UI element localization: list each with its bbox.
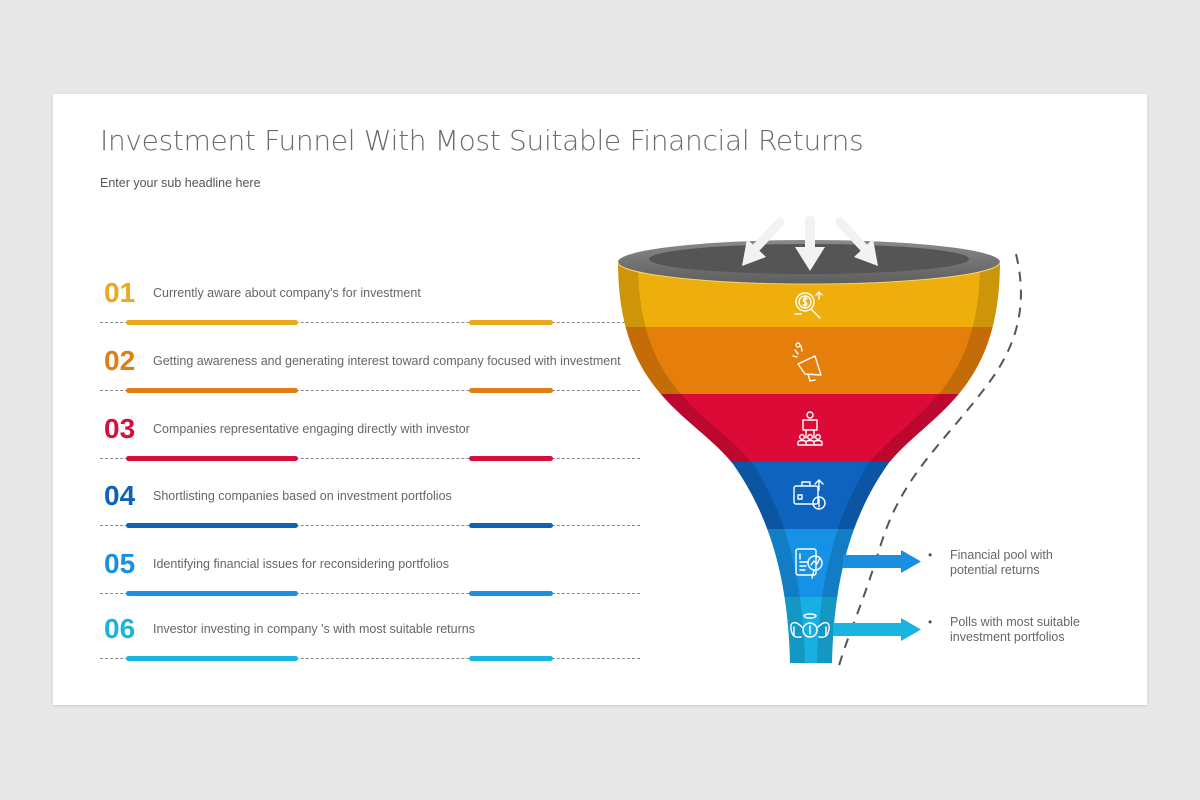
dashed-divider [100, 458, 640, 459]
winged-money-icon [790, 613, 830, 638]
accent-bar [469, 320, 553, 325]
arrow-down-left-icon [742, 217, 785, 266]
output-note-line: Polls with most suitable [950, 615, 1080, 629]
funnel-step-5: 05 Identifying financial issues for reco… [53, 548, 653, 608]
accent-bar [126, 523, 298, 528]
slide-subtitle: Enter your sub headline here [100, 176, 261, 190]
slide-title: Investment Funnel With Most Suitable Fin… [100, 124, 864, 157]
slide: Investment Funnel With Most Suitable Fin… [53, 94, 1147, 705]
accent-bar [126, 320, 298, 325]
output-note-line: Financial pool with [950, 548, 1053, 562]
funnel-step-4: 04 Shortlisting companies based on inves… [53, 480, 653, 540]
step-number: 01 [104, 277, 136, 308]
dollar-search-icon [794, 291, 823, 319]
dashed-flow-curve [837, 253, 1022, 670]
accent-bar [126, 456, 298, 461]
step-text: Investor investing in company 's with mo… [153, 622, 475, 636]
step-number: 04 [104, 480, 136, 511]
output-note-line: potential returns [950, 563, 1040, 577]
step-number: 05 [104, 548, 136, 579]
accent-bar [469, 456, 553, 461]
funnel-layer-2 [618, 327, 1000, 394]
dashed-divider [100, 658, 640, 659]
funnel-graphic [617, 216, 1022, 670]
step-text: Currently aware about company's for inve… [153, 286, 421, 300]
accent-bar [469, 523, 553, 528]
step-number: 03 [104, 413, 136, 444]
output-note-1: • Financial pool with potential returns [928, 548, 1053, 578]
step-text: Identifying financial issues for reconsi… [153, 557, 449, 571]
bullet: • [928, 548, 933, 562]
step-number: 06 [104, 613, 136, 644]
dashed-divider [100, 525, 640, 526]
step-text: Shortlisting companies based on investme… [153, 489, 452, 503]
accent-bar [126, 656, 298, 661]
bullet: • [928, 615, 933, 629]
funnel-step-6: 06 Investor investing in company 's with… [53, 613, 653, 673]
step-text: Getting awareness and generating interes… [153, 354, 621, 368]
accent-bar [469, 591, 553, 596]
funnel-step-3: 03 Companies representative engaging dir… [53, 413, 653, 473]
funnel-step-1: 01 Currently aware about company's for i… [53, 277, 653, 337]
step-text: Companies representative engaging direct… [153, 422, 470, 436]
accent-bar [126, 388, 298, 393]
funnel-step-2: 02 Getting awareness and generating inte… [53, 345, 653, 405]
arrow-down-icon [795, 216, 825, 271]
accent-bar [469, 388, 553, 393]
funnel-layer-4 [618, 462, 1000, 529]
accent-bar [126, 591, 298, 596]
arrow-down-right-icon [835, 217, 878, 266]
output-note-line: investment portfolios [950, 630, 1065, 644]
output-arrow-1 [843, 550, 921, 573]
briefcase-growth-icon [793, 479, 826, 510]
report-analysis-icon [795, 548, 823, 579]
input-arrows [742, 216, 878, 271]
step-number: 02 [104, 345, 136, 376]
funnel-layer-3 [618, 394, 1000, 462]
megaphone-icon [792, 342, 822, 382]
output-arrow-2 [833, 618, 921, 641]
presenter-audience-icon [797, 411, 823, 446]
accent-bar [469, 656, 553, 661]
dashed-divider [100, 322, 640, 323]
dashed-divider [100, 593, 640, 594]
output-note-2: • Polls with most suitable investment po… [928, 615, 1080, 645]
dashed-divider [100, 390, 640, 391]
